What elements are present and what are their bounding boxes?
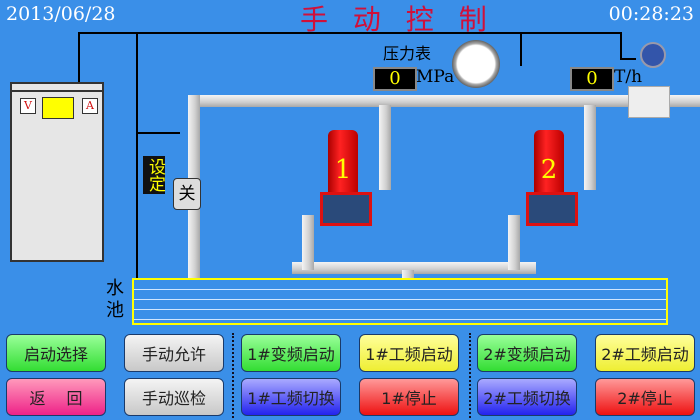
pump2-inlet-pipe: [508, 215, 520, 270]
pool-label: 水池: [106, 278, 124, 321]
wire: [272, 32, 622, 34]
divider: [469, 333, 471, 418]
pump-1[interactable]: 1: [306, 130, 376, 226]
pump-2[interactable]: 2: [512, 130, 582, 226]
pump2-pf-switch-button[interactable]: 2#工频切换: [477, 378, 577, 416]
pressure-gauge-icon: [452, 40, 500, 88]
wire: [136, 132, 180, 134]
valve-set-label: 设定: [143, 156, 165, 194]
flow-unit: T/h: [614, 67, 643, 87]
flowmeter-icon: [628, 86, 670, 118]
divider: [232, 333, 234, 418]
wire: [136, 32, 138, 282]
cabinet-display: [42, 97, 74, 119]
wire: [78, 32, 80, 82]
pump2-vf-start-button[interactable]: 2#变频启动: [477, 334, 577, 372]
pump1-outlet-pipe: [379, 105, 391, 190]
manual-allow-button[interactable]: 手动允许: [124, 334, 224, 372]
water-pool: [132, 278, 668, 325]
pressure-display: 0: [373, 67, 417, 91]
pressure-label: 压力表: [383, 44, 432, 63]
flow-transmitter-icon: [640, 42, 666, 68]
suction-pipe: [292, 262, 536, 274]
pump1-pf-start-button[interactable]: 1#工频启动: [359, 334, 459, 372]
back-button[interactable]: 返 回: [6, 378, 106, 416]
pump1-vf-start-button[interactable]: 1#变频启动: [241, 334, 341, 372]
pump1-inlet-pipe: [302, 215, 314, 270]
pump2-pf-start-button[interactable]: 2#工频启动: [595, 334, 695, 372]
time-display: 00:28:23: [608, 3, 694, 25]
start-select-button[interactable]: 启动选择: [6, 334, 106, 372]
voltage-label: V: [20, 98, 36, 114]
wire: [520, 32, 522, 66]
wire: [78, 32, 272, 34]
flow-display: 0: [570, 67, 614, 91]
pressure-unit: MPa: [416, 67, 455, 87]
valve-state-button[interactable]: 关: [173, 178, 201, 210]
pump1-stop-button[interactable]: 1#停止: [359, 378, 459, 416]
main-pipe: [188, 95, 700, 107]
wire: [620, 32, 622, 58]
wire: [620, 58, 636, 60]
pump1-pf-switch-button[interactable]: 1#工频切换: [241, 378, 341, 416]
pump2-stop-button[interactable]: 2#停止: [595, 378, 695, 416]
page-title: 手 动 控 制: [300, 3, 495, 36]
control-cabinet: V A: [10, 82, 104, 262]
pump-1-label: 1: [328, 130, 358, 192]
pump2-outlet-pipe: [584, 105, 596, 190]
date-display: 2013/06/28: [6, 3, 116, 25]
pump-2-label: 2: [534, 130, 564, 192]
manual-patrol-button[interactable]: 手动巡检: [124, 378, 224, 416]
current-label: A: [82, 98, 98, 114]
